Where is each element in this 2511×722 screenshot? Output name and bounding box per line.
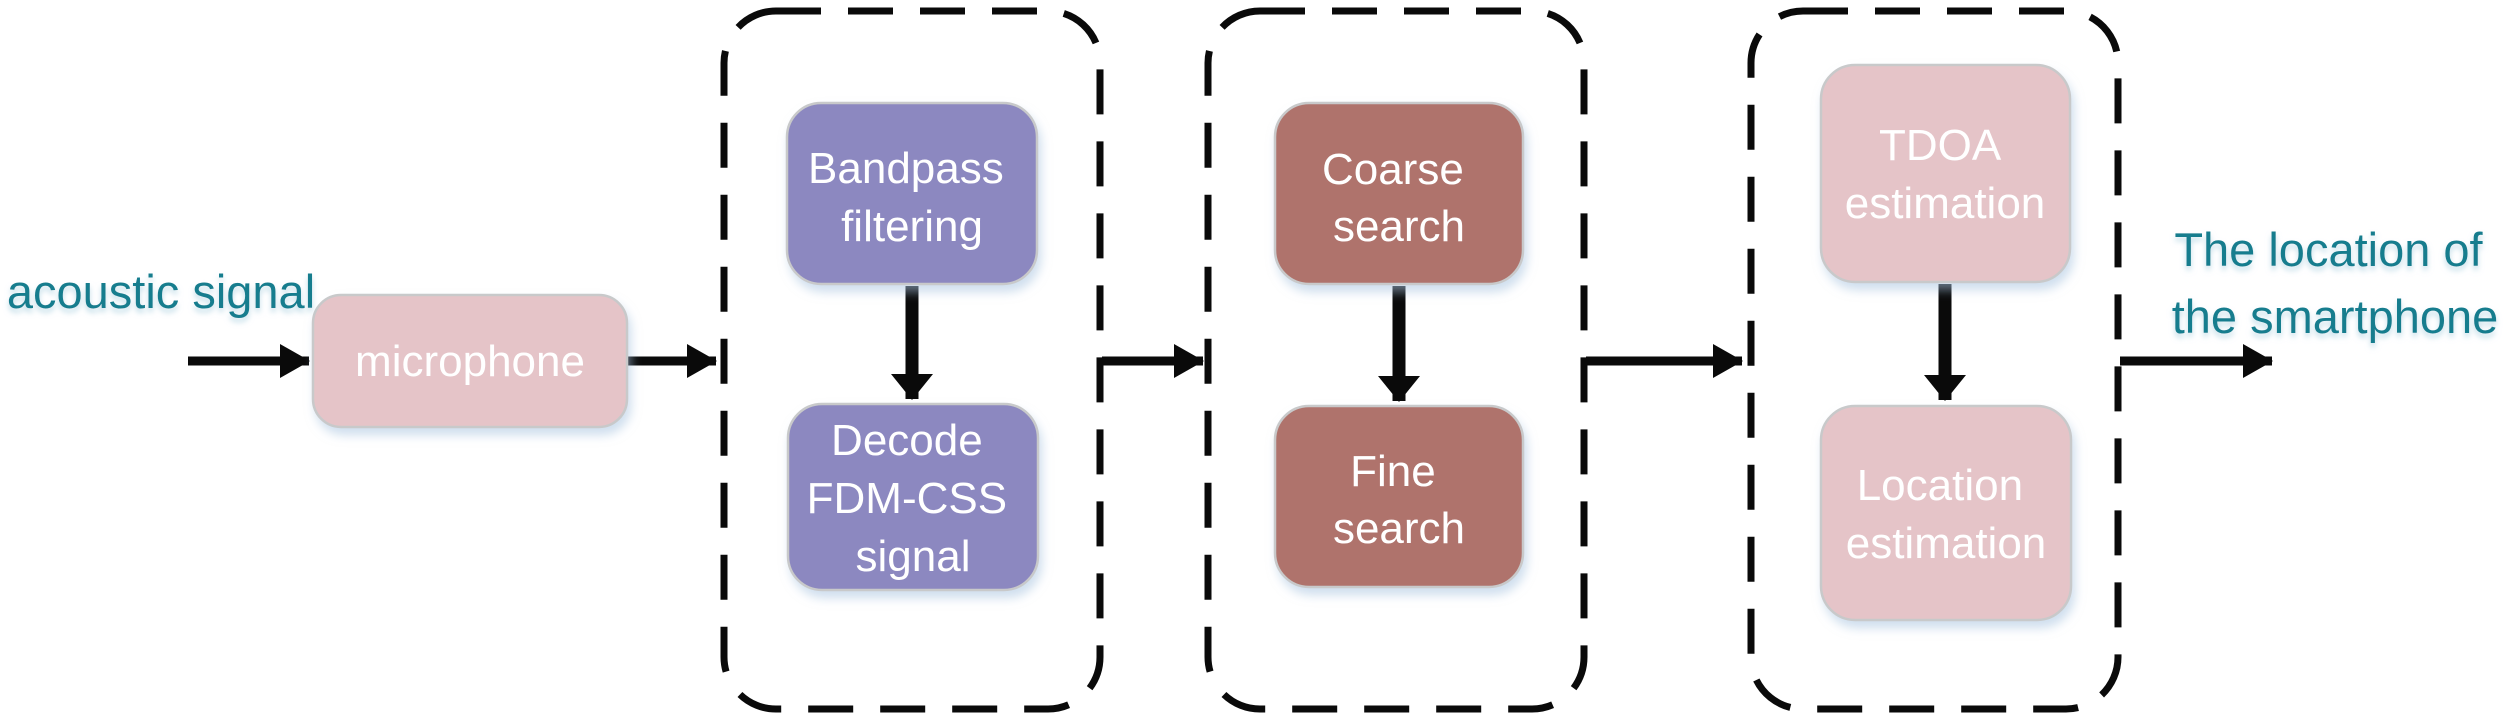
node-tdoa-estimation: TDOA estimation [1819,63,2072,284]
node-fine-label: Fine search [1333,447,1465,553]
stage-group-signal-decoding [720,7,1104,713]
node-decode-box [786,402,1040,592]
node-location-label: Location estimation [1846,461,2047,568]
node-coarse-search: Coarse search [1273,101,1525,286]
node-location-estimation: Location estimation [1819,404,2073,622]
node-coarse-label: Coarse search [1322,145,1476,251]
node-fine-box [1273,404,1525,589]
stage-group-estimation [1747,7,2122,713]
node-bandpass-label: Bandpass filtering [808,144,1016,251]
node-tdoa-label: TDOA estimation [1845,121,2046,228]
input-signal-label: acoustic signal [7,265,315,318]
node-decode-label: Decode FDM-CSS signal [807,416,1020,581]
node-microphone: microphone [311,293,629,429]
node-fine-search: Fine search [1273,404,1525,589]
node-microphone-label: microphone [355,337,585,386]
node-microphone-box [311,293,629,429]
output-location-label: The location of the smartphone [2172,223,2499,343]
node-location-box [1819,404,2073,622]
node-bandpass-filtering: Bandpass filtering [785,101,1039,286]
node-tdoa-box [1819,63,2072,284]
stage-group-search [1204,7,1588,713]
node-decode-fdm-css: Decode FDM-CSS signal [786,402,1040,592]
node-coarse-box [1273,101,1525,286]
node-bandpass-box [785,101,1039,286]
